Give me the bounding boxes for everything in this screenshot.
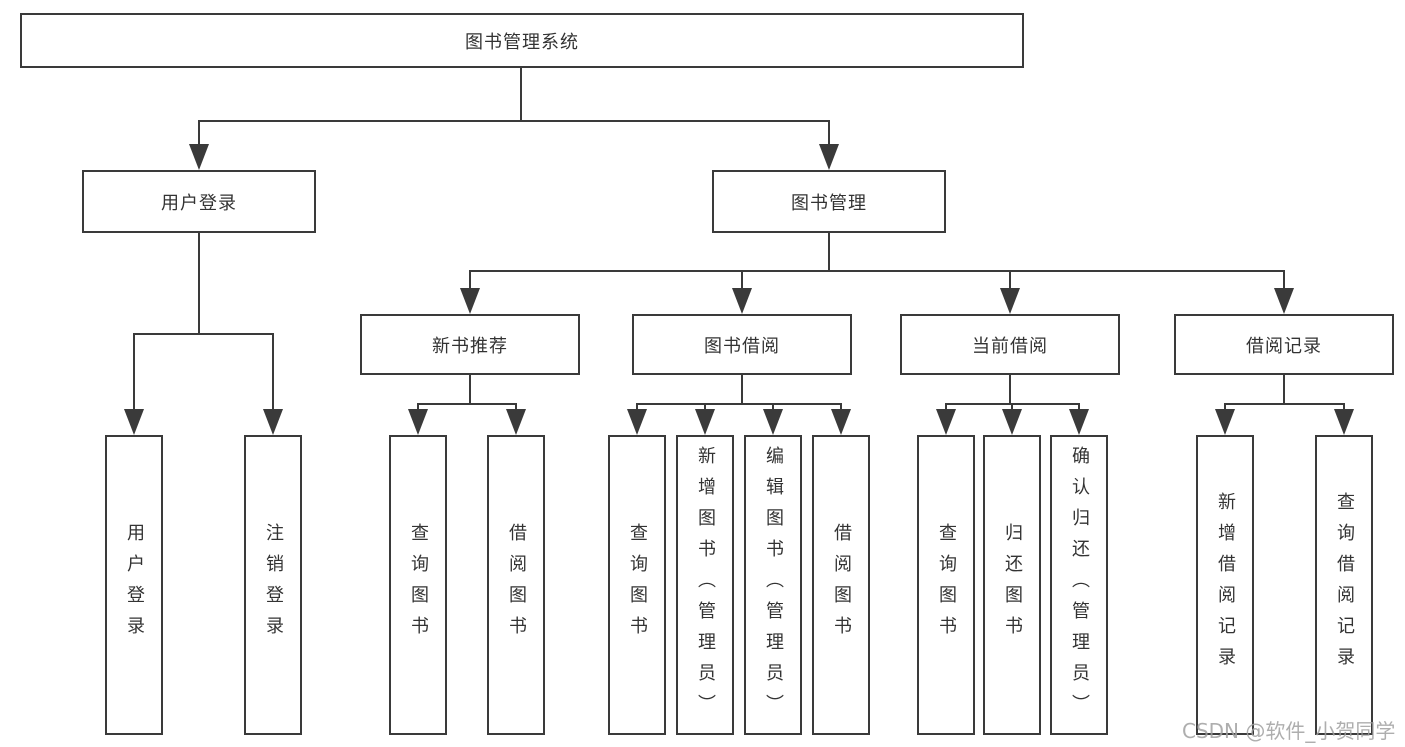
leaf-label: 查询图书: [936, 523, 957, 647]
connector-drop-line: [198, 120, 200, 144]
node-label: 用户登录: [161, 192, 237, 214]
connector-drop-line: [417, 403, 419, 409]
arrowhead-down-icon: [936, 409, 956, 435]
leaf-query-books-current: 查询图书: [917, 435, 975, 735]
leaf-label: 归还图书: [1002, 523, 1023, 647]
arrowhead-down-icon: [263, 409, 283, 435]
leaf-borrow-books-recommend: 借阅图书: [487, 435, 545, 735]
connector-drop-line: [272, 333, 274, 409]
connector-trunk-line: [198, 233, 200, 335]
arrowhead-down-icon: [1215, 409, 1235, 435]
leaf-label: 借阅图书: [831, 523, 852, 647]
leaf-query-borrow-record: 查询借阅记录: [1315, 435, 1373, 735]
connector-trunk-line: [1009, 375, 1011, 405]
leaf-label: 用户登录: [124, 523, 145, 647]
leaf-label: 查询图书: [408, 523, 429, 647]
leaf-return-books: 归还图书: [983, 435, 1041, 735]
arrowhead-down-icon: [763, 409, 783, 435]
connector-drop-line: [469, 270, 471, 288]
leaf-label: 编辑图书（管理员）: [763, 445, 784, 725]
node-label: 图书借阅: [704, 335, 780, 357]
arrowhead-down-icon: [819, 144, 839, 170]
arrowhead-down-icon: [695, 409, 715, 435]
connector-trunk-line: [741, 375, 743, 405]
arrowhead-down-icon: [627, 409, 647, 435]
node-book-management-branch: 图书管理: [712, 170, 946, 233]
arrowhead-down-icon: [189, 144, 209, 170]
node-borrowing-records: 借阅记录: [1174, 314, 1394, 375]
connector-drop-line: [1283, 270, 1285, 288]
connector-bar-line: [417, 403, 517, 405]
connector-drop-line: [772, 403, 774, 409]
arrowhead-down-icon: [1000, 288, 1020, 314]
leaf-label: 借阅图书: [506, 523, 527, 647]
connector-trunk-line: [1283, 375, 1285, 405]
connector-drop-line: [1078, 403, 1080, 409]
node-user-login-branch: 用户登录: [82, 170, 316, 233]
connector-drop-line: [1224, 403, 1226, 409]
node-current-borrowing: 当前借阅: [900, 314, 1120, 375]
arrowhead-down-icon: [408, 409, 428, 435]
leaf-label: 查询图书: [627, 523, 648, 647]
leaf-label: 查询借阅记录: [1334, 492, 1355, 678]
leaf-label: 新增借阅记录: [1215, 492, 1236, 678]
connector-bar-line: [636, 403, 842, 405]
connector-bar-line: [133, 333, 274, 335]
connector-drop-line: [828, 120, 830, 144]
leaf-borrow-books-borrowing: 借阅图书: [812, 435, 870, 735]
leaf-query-books-borrowing: 查询图书: [608, 435, 666, 735]
connector-trunk-line: [828, 233, 830, 272]
node-label: 图书管理系统: [465, 31, 579, 53]
leaf-user-login: 用户登录: [105, 435, 163, 735]
connector-bar-line: [469, 270, 1285, 272]
node-label: 新书推荐: [432, 335, 508, 357]
node-library-management-system: 图书管理系统: [20, 13, 1024, 68]
leaf-logout-login: 注销登录: [244, 435, 302, 735]
leaf-label: 确认归还（管理员）: [1069, 445, 1090, 725]
leaf-confirm-return-admin: 确认归还（管理员）: [1050, 435, 1108, 735]
arrowhead-down-icon: [1069, 409, 1089, 435]
connector-drop-line: [945, 403, 947, 409]
connector-drop-line: [1343, 403, 1345, 409]
node-book-borrowing: 图书借阅: [632, 314, 852, 375]
arrowhead-down-icon: [732, 288, 752, 314]
connector-bar-line: [198, 120, 830, 122]
connector-drop-line: [1011, 403, 1013, 409]
arrowhead-down-icon: [460, 288, 480, 314]
connector-bar-line: [1224, 403, 1345, 405]
node-label: 当前借阅: [972, 335, 1048, 357]
connector-trunk-line: [520, 68, 522, 122]
connector-drop-line: [741, 270, 743, 288]
arrowhead-down-icon: [1274, 288, 1294, 314]
node-new-book-recommendation: 新书推荐: [360, 314, 580, 375]
leaf-add-books-admin: 新增图书（管理员）: [676, 435, 734, 735]
connector-trunk-line: [469, 375, 471, 405]
leaf-label: 注销登录: [263, 523, 284, 647]
arrowhead-down-icon: [831, 409, 851, 435]
watermark-text: CSDN @软件_小贺同学: [1182, 719, 1396, 743]
arrowhead-down-icon: [1334, 409, 1354, 435]
connector-drop-line: [515, 403, 517, 409]
connector-drop-line: [133, 333, 135, 409]
leaf-label: 新增图书（管理员）: [695, 445, 716, 725]
node-label: 图书管理: [791, 192, 867, 214]
node-label: 借阅记录: [1246, 335, 1322, 357]
leaf-add-borrow-record: 新增借阅记录: [1196, 435, 1254, 735]
connector-drop-line: [704, 403, 706, 409]
connector-drop-line: [1009, 270, 1011, 288]
connector-drop-line: [840, 403, 842, 409]
leaf-query-books-recommend: 查询图书: [389, 435, 447, 735]
arrowhead-down-icon: [506, 409, 526, 435]
connector-drop-line: [636, 403, 638, 409]
arrowhead-down-icon: [1002, 409, 1022, 435]
arrowhead-down-icon: [124, 409, 144, 435]
leaf-edit-books-admin: 编辑图书（管理员）: [744, 435, 802, 735]
